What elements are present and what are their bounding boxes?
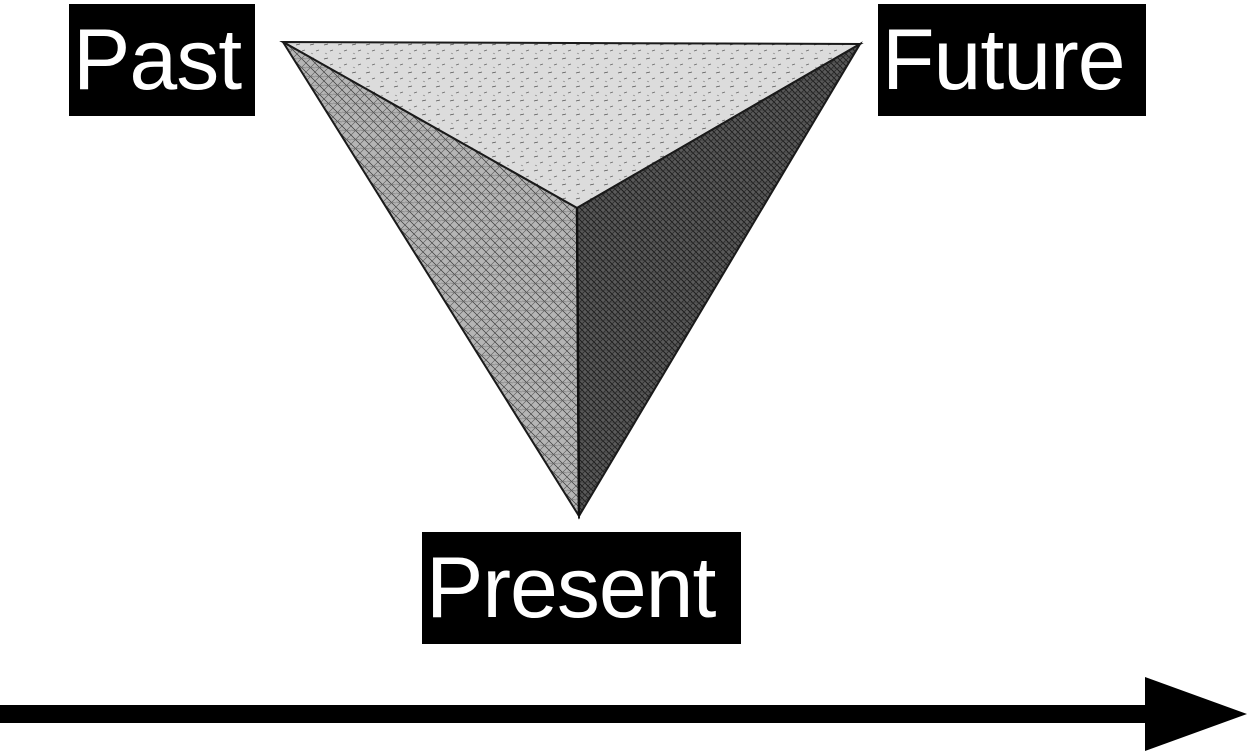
timeline-arrow	[0, 677, 1247, 751]
arrow-shaft	[0, 705, 1150, 723]
arrow-head	[1145, 677, 1247, 751]
future-label: Future	[878, 4, 1146, 116]
present-label: Present	[422, 532, 741, 644]
past-label: Past	[69, 4, 255, 116]
